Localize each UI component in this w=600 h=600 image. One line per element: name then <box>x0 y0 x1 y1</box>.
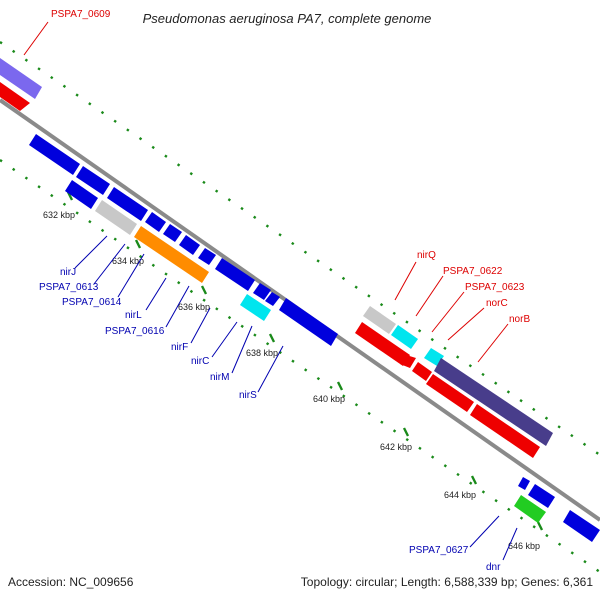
major-ticks <box>66 191 544 531</box>
outer-tick-track <box>0 41 600 456</box>
tick-label: 636 kbp <box>178 302 210 312</box>
gene-blocks-reverse[interactable] <box>29 134 600 542</box>
gene-labels-red: PSPA7_0609 nirQ PSPA7_0622 PSPA7_0623 no… <box>51 9 530 325</box>
gene-label: nirJ <box>60 267 76 278</box>
gene-pspa7-0623[interactable] <box>424 348 444 366</box>
gene-label: PSPA7_0616 <box>105 326 165 337</box>
gene-label: nirS <box>239 390 257 401</box>
gene-label: nirL <box>125 310 142 321</box>
gene-label: nirM <box>210 372 229 383</box>
gene-nirQ[interactable] <box>363 306 396 334</box>
tick-label: 638 kbp <box>246 348 278 358</box>
accession-text: Accession: NC_009656 <box>8 575 134 589</box>
tick-labels: 632 kbp 634 kbp 636 kbp 638 kbp 640 kbp … <box>43 210 540 551</box>
gene-label: PSPA7_0609 <box>51 9 111 20</box>
tick-label: 640 kbp <box>313 394 345 404</box>
gene-label: PSPA7_0614 <box>62 297 122 308</box>
gene-norC[interactable] <box>355 322 432 381</box>
tick-label: 642 kbp <box>380 442 412 452</box>
tick-label: 644 kbp <box>444 490 476 500</box>
gene-label: nirC <box>191 356 209 367</box>
tick-label: 646 kbp <box>508 541 540 551</box>
map-title: Pseudomonas aeruginosa PA7, complete gen… <box>143 11 432 26</box>
leader-lines <box>23 21 518 561</box>
gene-label: PSPA7_0613 <box>39 282 99 293</box>
topology-text: Topology: circular; Length: 6,588,339 bp… <box>301 575 594 589</box>
tick-label: 634 kbp <box>112 256 144 266</box>
gene-labels-blue: nirJ PSPA7_0613 PSPA7_0614 nirL PSPA7_06… <box>39 267 501 573</box>
gene-label: norC <box>486 298 508 309</box>
gene-label: nirF <box>171 342 188 353</box>
gene-label: PSPA7_0627 <box>409 545 469 556</box>
tick-label: 632 kbp <box>43 210 75 220</box>
gene-pspa7-0609[interactable] <box>0 58 42 111</box>
gene-label: PSPA7_0622 <box>443 266 503 277</box>
inner-tick-track <box>0 159 600 573</box>
gene-label: PSPA7_0623 <box>465 282 525 293</box>
gene-pspa7-0622[interactable] <box>391 325 418 349</box>
gene-norB[interactable] <box>426 358 553 458</box>
gene-label: nirQ <box>417 250 436 261</box>
gene-label: norB <box>509 314 530 325</box>
gene-label: dnr <box>486 562 501 573</box>
